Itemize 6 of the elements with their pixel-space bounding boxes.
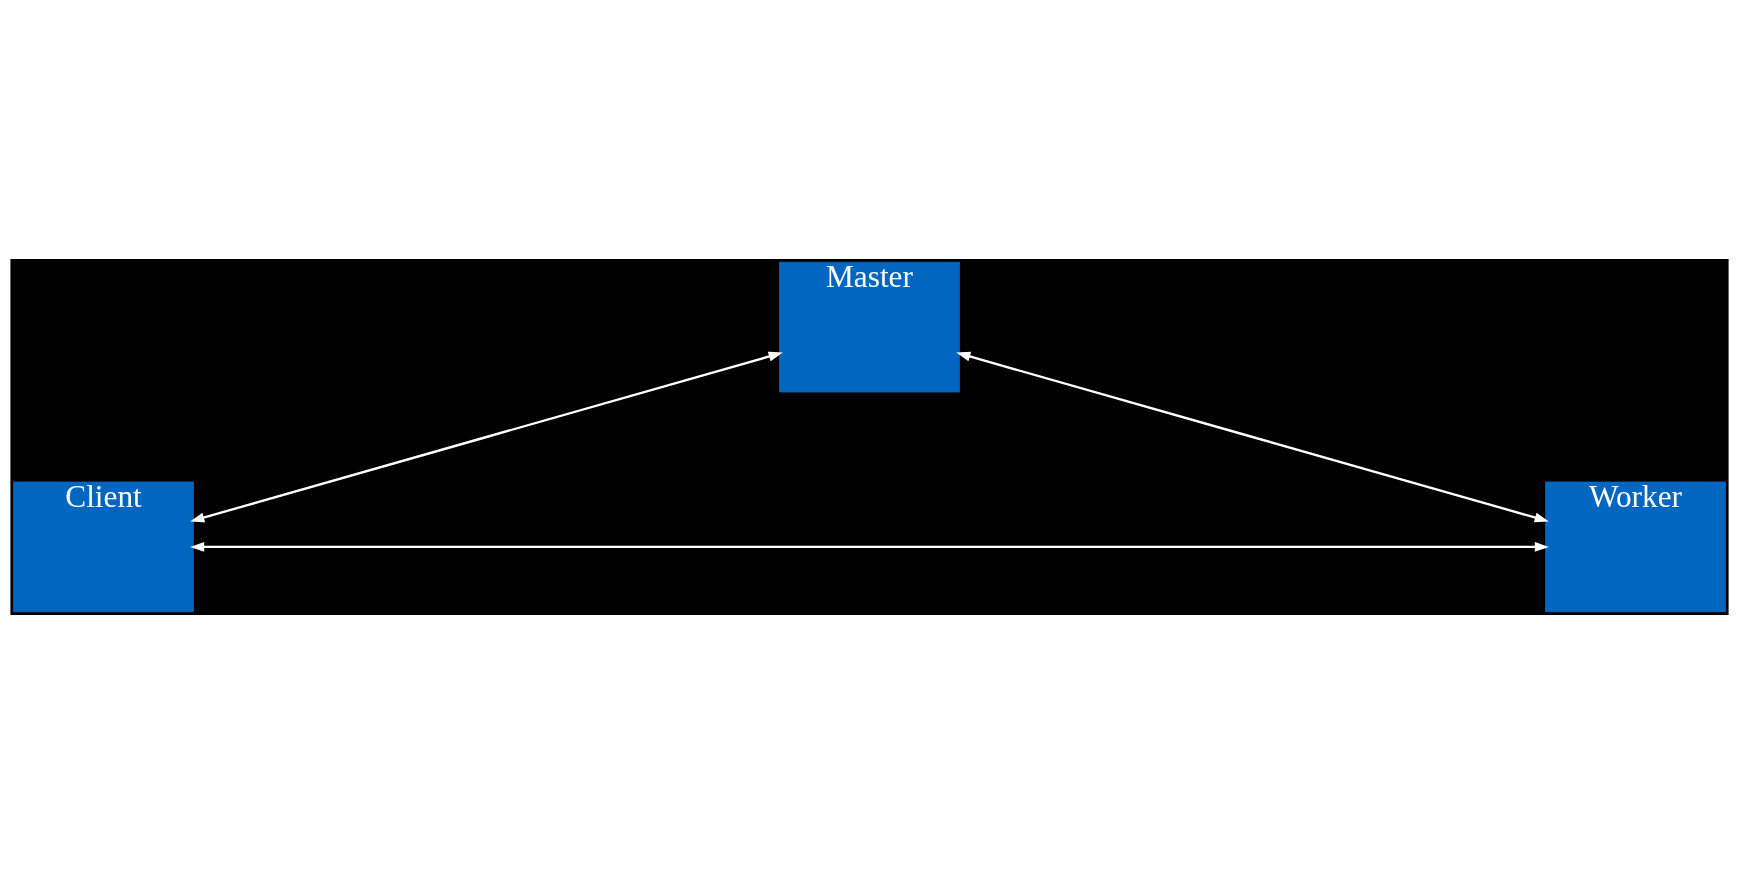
- arrow: [190, 541, 1549, 552]
- arrow: [956, 351, 1549, 522]
- node-box: Client: [13, 481, 194, 612]
- node-box: Worker: [1545, 481, 1726, 612]
- arrow: [190, 351, 783, 522]
- node-box: Master: [779, 261, 960, 392]
